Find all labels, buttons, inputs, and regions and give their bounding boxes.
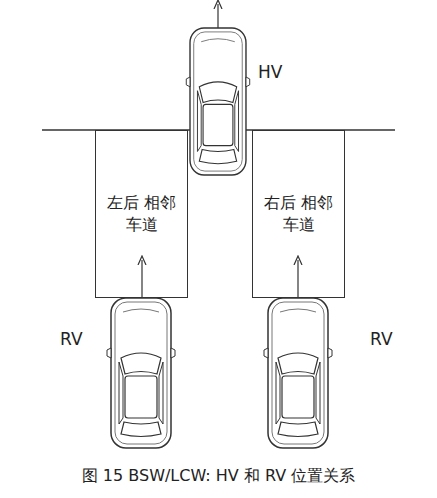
lane-label: 右后 相邻车道 [263, 192, 335, 235]
direction-arrow [141, 260, 142, 298]
lane-zone: 右后 相邻车道 [252, 130, 345, 298]
direction-arrow [297, 260, 298, 298]
remote-vehicle [107, 298, 175, 448]
vehicle-label: RV [60, 329, 83, 349]
host-vehicle [186, 28, 249, 175]
vehicle-label: RV [370, 329, 393, 349]
figure-caption: 图 15 BSW/LCW: HV 和 RV 位置关系 [0, 466, 437, 487]
lane-label: 左后 相邻车道 [106, 192, 178, 235]
direction-arrow [217, 4, 218, 28]
vehicle-label: HV [258, 62, 282, 82]
remote-vehicle [264, 298, 332, 448]
lane-zone: 左后 相邻车道 [95, 130, 188, 298]
